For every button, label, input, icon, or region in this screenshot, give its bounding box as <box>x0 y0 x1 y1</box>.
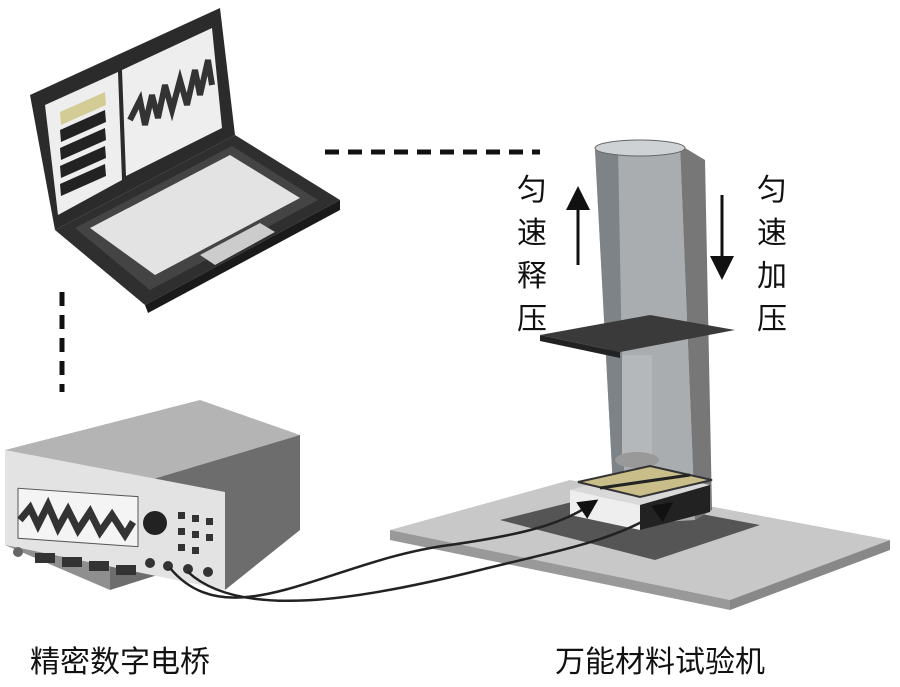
char: 加 <box>757 259 787 294</box>
char: 匀 <box>757 173 787 208</box>
precision-digital-bridge <box>5 400 300 590</box>
char: 压 <box>757 302 787 337</box>
char: 速 <box>517 216 547 251</box>
waveform-on-screen <box>127 59 215 126</box>
cable-2 <box>187 502 674 603</box>
char: 匀 <box>517 173 547 208</box>
bridge-knob <box>143 511 167 535</box>
char: 速 <box>757 216 787 251</box>
crosshead-plate <box>540 315 735 352</box>
bridge-caption: 精密数字电桥 <box>30 645 210 680</box>
machine-caption: 万能材料试验机 <box>555 645 765 680</box>
apply-pressure-label: 匀 速 加 压 <box>757 173 787 337</box>
char: 释 <box>517 259 547 294</box>
laptop <box>30 8 340 313</box>
keyboard <box>90 155 300 275</box>
bridge-waveform <box>17 496 136 542</box>
char: 压 <box>517 302 547 337</box>
cable-1 <box>169 499 599 599</box>
release-pressure-label: 匀 速 释 压 <box>517 173 547 337</box>
universal-testing-machine <box>390 139 890 610</box>
